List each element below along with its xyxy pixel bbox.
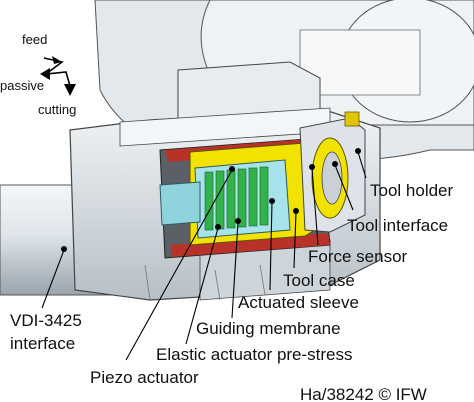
label-elastic-pre-stress: Elastic actuator pre-stress: [156, 345, 353, 364]
label-vdi-line2: interface: [10, 334, 75, 353]
label-tool-interface: Tool interface: [347, 216, 448, 235]
label-tool-holder: Tool holder: [370, 181, 454, 200]
label-actuated-sleeve: Actuated sleeve: [238, 293, 359, 312]
leader-lines: [41, 148, 367, 361]
passive-axis-label: passive: [0, 78, 44, 93]
label-tool-case: Tool case: [283, 271, 355, 290]
tool-interface-part: [299, 111, 366, 233]
callout-labels: Tool holder Tool interface Force sensor …: [10, 181, 454, 402]
axes-legend: feed passive cutting: [0, 32, 76, 117]
label-force-sensor: Force sensor: [308, 247, 408, 266]
piezo-actuator-part: [159, 159, 291, 239]
label-piezo-actuator: Piezo actuator: [90, 368, 199, 387]
credit-text: Ha/38242 © IFW: [300, 385, 427, 402]
feed-axis-label: feed: [22, 32, 47, 47]
label-guiding-membrane: Guiding membrane: [196, 319, 341, 338]
cutting-axis-label: cutting: [38, 102, 76, 117]
label-vdi-line1: VDI-3425: [10, 311, 82, 330]
